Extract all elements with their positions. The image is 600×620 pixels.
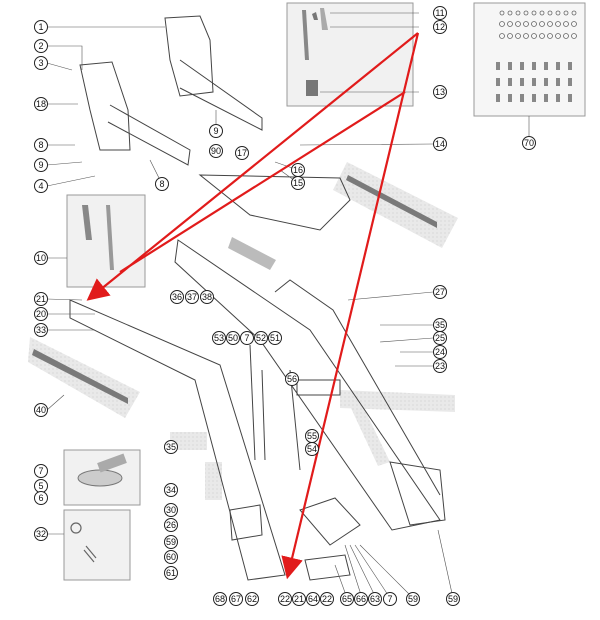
callout-7-c: 7 (383, 592, 397, 606)
callout-63: 63 (368, 592, 382, 606)
callout-52: 52 (254, 331, 268, 345)
callout-22: 22 (278, 592, 292, 606)
callout-2: 2 (34, 39, 48, 53)
callout-65: 65 (340, 592, 354, 606)
crossbar-right (333, 162, 458, 248)
callout-33: 33 (34, 323, 48, 337)
inset-pin-kit-top (286, 2, 414, 107)
callout-9: 9 (34, 158, 48, 172)
callout-26: 26 (164, 518, 178, 532)
callout-67: 67 (229, 592, 243, 606)
callout-17: 17 (235, 146, 249, 160)
callout-11: 11 (433, 6, 447, 20)
callout-61: 61 (164, 566, 178, 580)
callout-55: 55 (305, 429, 319, 443)
callout-64: 64 (306, 592, 320, 606)
callout-27: 27 (433, 285, 447, 299)
callout-70: 70 (522, 136, 536, 150)
callout-21-b: 21 (292, 592, 306, 606)
inset-hardware-kit (473, 2, 586, 117)
callout-51: 51 (268, 331, 282, 345)
callout-14: 14 (433, 137, 447, 151)
callout-13: 13 (433, 85, 447, 99)
callout-8: 8 (34, 138, 48, 152)
inset-pin-detail (63, 449, 141, 506)
callout-59-c: 59 (446, 592, 460, 606)
callout-35-b: 35 (164, 440, 178, 454)
callout-40: 40 (34, 403, 48, 417)
callout-62: 62 (245, 592, 259, 606)
callout-56: 56 (285, 372, 299, 386)
callout-9-b: 9 (209, 124, 223, 138)
callout-3: 3 (34, 56, 48, 70)
inset-spring-detail (63, 509, 131, 581)
callout-30: 30 (164, 503, 178, 517)
callout-35: 35 (433, 318, 447, 332)
callout-32: 32 (34, 527, 48, 541)
callout-36: 36 (170, 290, 184, 304)
callout-10: 10 (34, 251, 48, 265)
decal-panels (170, 237, 455, 500)
callout-16: 16 (291, 163, 305, 177)
inset-pin-kit-left (66, 194, 146, 288)
callout-90: 90 (209, 144, 223, 158)
callout-38: 38 (200, 290, 214, 304)
callout-50: 50 (226, 331, 240, 345)
callout-54: 54 (305, 442, 319, 456)
callout-23: 23 (433, 359, 447, 373)
callout-20: 20 (34, 307, 48, 321)
callout-34: 34 (164, 483, 178, 497)
crossbar-left (28, 337, 140, 418)
callout-66: 66 (354, 592, 368, 606)
callout-59: 59 (164, 535, 178, 549)
callout-4: 4 (34, 179, 48, 193)
callout-7-b: 7 (34, 464, 48, 478)
callout-21: 21 (34, 292, 48, 306)
callout-53: 53 (212, 331, 226, 345)
callout-15: 15 (291, 176, 305, 190)
callout-25: 25 (433, 331, 447, 345)
callout-1: 1 (34, 20, 48, 34)
callout-12: 12 (433, 20, 447, 34)
callout-68: 68 (213, 592, 227, 606)
callout-60: 60 (164, 550, 178, 564)
callout-37: 37 (185, 290, 199, 304)
callout-6: 6 (34, 491, 48, 505)
callout-24: 24 (433, 345, 447, 359)
callout-8-b: 8 (155, 177, 169, 191)
callout-59-b: 59 (406, 592, 420, 606)
callout-7: 7 (240, 331, 254, 345)
callout-22-b: 22 (320, 592, 334, 606)
red-arrows (86, 32, 420, 580)
callout-18: 18 (34, 97, 48, 111)
